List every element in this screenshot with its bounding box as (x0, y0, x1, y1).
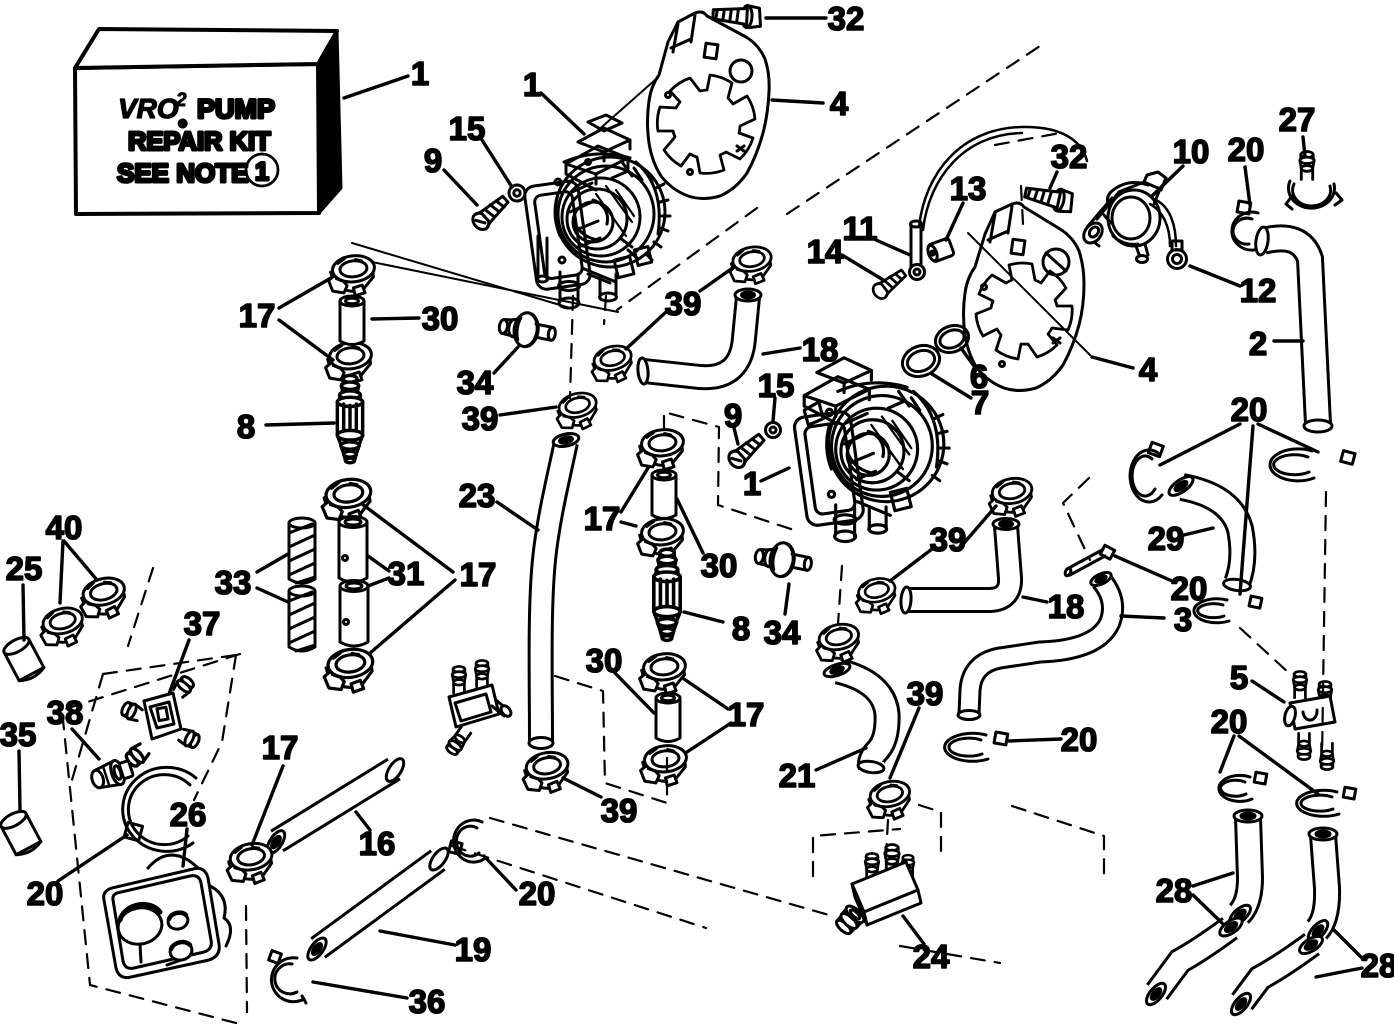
svg-text:17: 17 (728, 696, 765, 733)
svg-text:26: 26 (170, 796, 207, 833)
svg-text:36: 36 (409, 983, 446, 1020)
svg-text:23: 23 (459, 477, 496, 514)
svg-text:32: 32 (1051, 138, 1088, 175)
svg-text:37: 37 (184, 605, 221, 642)
svg-text:4: 4 (1139, 351, 1158, 388)
svg-text:35: 35 (0, 716, 36, 753)
svg-text:1: 1 (411, 55, 429, 92)
svg-text:REPAIR KIT: REPAIR KIT (128, 128, 271, 156)
svg-text:16: 16 (359, 825, 396, 862)
svg-text:14: 14 (807, 233, 844, 270)
svg-text:32: 32 (828, 0, 865, 37)
svg-text:4: 4 (830, 85, 849, 122)
svg-text:17: 17 (239, 297, 276, 334)
svg-text:33: 33 (215, 564, 252, 601)
svg-text:9: 9 (424, 142, 442, 179)
svg-text:30: 30 (586, 642, 623, 679)
svg-text:17: 17 (262, 729, 299, 766)
svg-text:25: 25 (6, 550, 43, 587)
svg-text:12: 12 (1240, 272, 1277, 309)
svg-text:10: 10 (1173, 133, 1210, 170)
svg-text:30: 30 (701, 547, 738, 584)
svg-text:17: 17 (584, 500, 621, 537)
svg-text:17: 17 (460, 556, 497, 593)
svg-text:39: 39 (930, 521, 967, 558)
svg-text:1: 1 (523, 66, 541, 103)
svg-text:7: 7 (971, 384, 989, 421)
svg-text:34: 34 (764, 614, 801, 651)
svg-text:VRO: VRO (118, 93, 179, 124)
svg-text:38: 38 (47, 694, 84, 731)
svg-text:18: 18 (802, 331, 839, 368)
svg-text:1: 1 (255, 158, 269, 186)
svg-text:24: 24 (913, 938, 950, 975)
svg-text:39: 39 (907, 675, 944, 712)
svg-text:20: 20 (1061, 721, 1098, 758)
svg-text:6: 6 (970, 358, 988, 395)
svg-text:15: 15 (449, 110, 486, 147)
svg-text:34: 34 (457, 364, 494, 401)
svg-text:18: 18 (1048, 588, 1085, 625)
svg-text:2: 2 (175, 90, 187, 111)
svg-text:1: 1 (743, 465, 761, 502)
svg-text:19: 19 (455, 931, 492, 968)
svg-text:27: 27 (1279, 101, 1316, 138)
svg-text:PUMP: PUMP (197, 94, 275, 124)
svg-text:8: 8 (732, 610, 750, 647)
svg-text:20: 20 (1211, 703, 1248, 740)
svg-text:9: 9 (724, 397, 742, 434)
svg-text:39: 39 (601, 792, 638, 829)
svg-text:28: 28 (1156, 872, 1193, 909)
svg-text:5: 5 (1230, 659, 1248, 696)
svg-text:30: 30 (422, 300, 459, 337)
svg-text:15: 15 (758, 367, 795, 404)
svg-text:20: 20 (1228, 131, 1265, 168)
svg-text:®: ® (179, 119, 187, 130)
svg-text:20: 20 (27, 875, 64, 912)
svg-text:39: 39 (665, 285, 702, 322)
svg-text:20: 20 (519, 875, 556, 912)
svg-text:11: 11 (843, 210, 878, 247)
svg-text:20: 20 (1171, 570, 1208, 607)
svg-text:39: 39 (462, 400, 499, 437)
svg-text:21: 21 (779, 757, 816, 794)
svg-text:2: 2 (1249, 325, 1267, 362)
svg-text:SEE NOTE: SEE NOTE (117, 158, 248, 188)
svg-text:8: 8 (237, 408, 255, 445)
svg-text:13: 13 (950, 170, 987, 207)
svg-text:40: 40 (46, 509, 83, 546)
svg-text:29: 29 (1148, 520, 1185, 557)
svg-text:3: 3 (1174, 601, 1192, 638)
svg-text:28: 28 (1361, 947, 1394, 984)
svg-text:20: 20 (1231, 391, 1268, 428)
svg-text:31: 31 (388, 555, 425, 592)
